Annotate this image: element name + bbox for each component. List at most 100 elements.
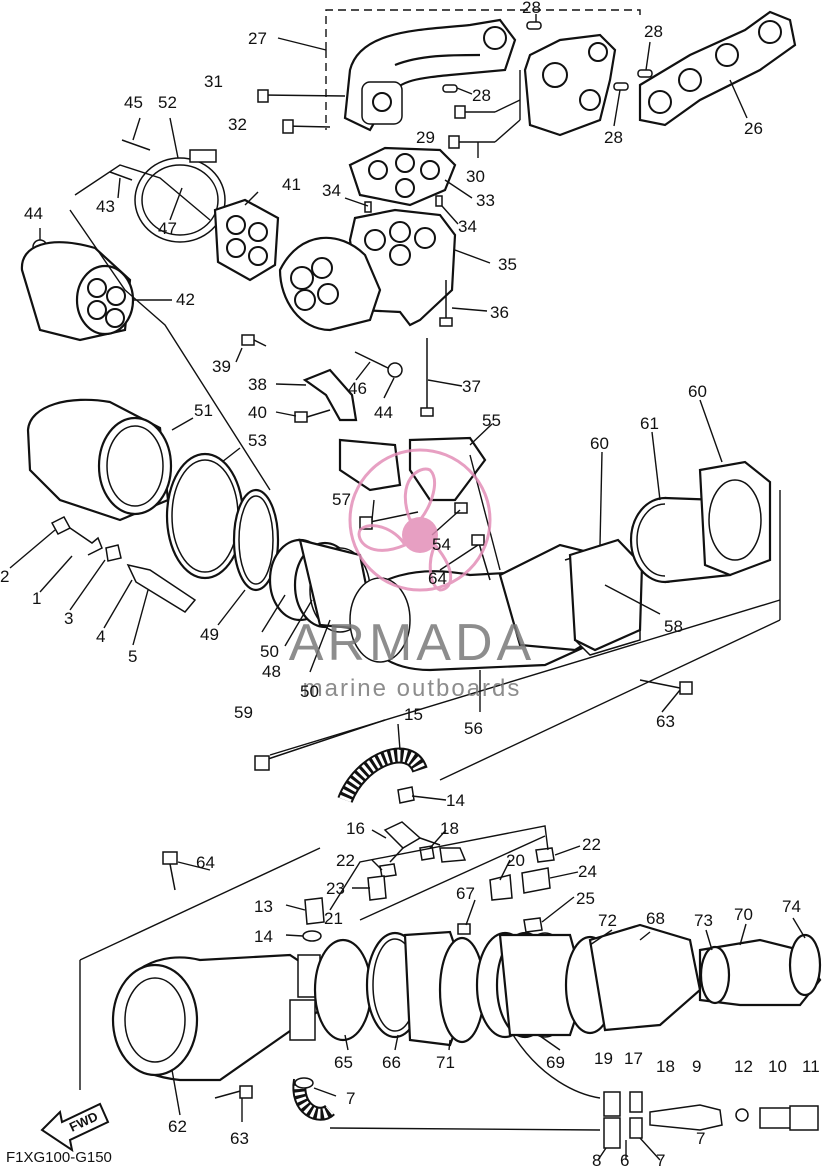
callout-44: 44 — [374, 403, 393, 422]
callout-47: 47 — [158, 219, 177, 238]
callout-23: 23 — [326, 879, 345, 898]
callout-29: 29 — [416, 128, 435, 147]
callout-50: 50 — [300, 682, 319, 701]
callout-60: 60 — [590, 434, 609, 453]
callout-12: 12 — [734, 1057, 753, 1076]
callout-4: 4 — [96, 627, 105, 646]
callout-14: 14 — [254, 927, 273, 946]
callout-64: 64 — [196, 853, 215, 872]
callout-41: 41 — [282, 175, 301, 194]
callout-37: 37 — [462, 377, 481, 396]
callout-56: 56 — [464, 719, 483, 738]
callout-1: 1 — [32, 589, 41, 608]
callout-59: 59 — [234, 703, 253, 722]
callout-55: 55 — [482, 411, 501, 430]
callout-33: 33 — [476, 191, 495, 210]
armada-logo-icon — [348, 448, 492, 592]
callout-69: 69 — [546, 1053, 565, 1072]
fasteners-left — [9, 516, 197, 646]
callout-54: 54 — [432, 535, 451, 554]
callout-21: 21 — [324, 909, 343, 928]
diagram-code: F1XG100-G150 — [6, 1149, 112, 1166]
callout-44: 44 — [24, 204, 43, 223]
callout-18: 18 — [656, 1057, 675, 1076]
callout-5: 5 — [128, 647, 137, 666]
callout-58: 58 — [664, 617, 683, 636]
callout-15: 15 — [404, 705, 423, 724]
callout-24: 24 — [578, 862, 597, 881]
callout-28: 28 — [522, 0, 541, 17]
callout-65: 65 — [334, 1053, 353, 1072]
cooling-hose-group — [285, 723, 819, 1161]
callout-22: 22 — [582, 835, 601, 854]
callout-61: 61 — [640, 414, 659, 433]
callout-28: 28 — [472, 86, 491, 105]
watermark-brand: ARMADA — [289, 614, 535, 672]
callout-52: 52 — [158, 93, 177, 112]
callout-49: 49 — [200, 625, 219, 644]
callout-28: 28 — [604, 128, 623, 147]
callout-34: 34 — [322, 181, 341, 200]
watermark-tagline: marine outboards — [303, 675, 522, 702]
callout-39: 39 — [212, 357, 231, 376]
callout-64: 64 — [428, 569, 447, 588]
callout-3: 3 — [64, 609, 73, 628]
callout-62: 62 — [168, 1117, 187, 1136]
callout-25: 25 — [576, 889, 595, 908]
callout-10: 10 — [768, 1057, 787, 1076]
exhaust-chamber-group — [32, 146, 491, 423]
callout-8: 8 — [592, 1151, 601, 1166]
callout-51: 51 — [194, 401, 213, 420]
callout-7: 7 — [656, 1151, 665, 1166]
callout-26: 26 — [744, 119, 763, 138]
callout-19: 19 — [594, 1049, 613, 1068]
callout-42: 42 — [176, 290, 195, 309]
callout-11: 11 — [802, 1057, 820, 1076]
callout-22: 22 — [336, 851, 355, 870]
callout-46: 46 — [348, 379, 367, 398]
callout-28: 28 — [644, 22, 663, 41]
callout-57: 57 — [332, 490, 351, 509]
callout-48: 48 — [262, 662, 281, 681]
callout-18: 18 — [440, 819, 459, 838]
callout-13: 13 — [254, 897, 273, 916]
callout-36: 36 — [490, 303, 509, 322]
callout-60: 60 — [688, 382, 707, 401]
callout-7: 7 — [346, 1089, 355, 1108]
callout-2: 2 — [0, 567, 9, 586]
callout-45: 45 — [124, 93, 143, 112]
callout-34: 34 — [458, 217, 477, 236]
callout-43: 43 — [96, 197, 115, 216]
callout-50: 50 — [260, 642, 279, 661]
callout-6: 6 — [620, 1151, 629, 1166]
muffler-group-left — [20, 117, 280, 626]
callout-9: 9 — [692, 1057, 701, 1076]
callout-74: 74 — [782, 897, 801, 916]
exhaust-pipe-group — [254, 399, 781, 781]
callout-17: 17 — [624, 1049, 643, 1068]
callout-66: 66 — [382, 1053, 401, 1072]
exhaust-manifold-group — [257, 9, 797, 158]
callout-72: 72 — [598, 911, 617, 930]
callout-20: 20 — [506, 851, 525, 870]
callout-67: 67 — [456, 884, 475, 903]
lower-exhaust-group: FWD — [40, 847, 822, 1153]
callout-63: 63 — [230, 1129, 249, 1148]
callout-40: 40 — [248, 403, 267, 422]
callout-68: 68 — [646, 909, 665, 928]
callout-70: 70 — [734, 905, 753, 924]
callout-35: 35 — [498, 255, 517, 274]
callout-63: 63 — [656, 712, 675, 731]
callout-53: 53 — [248, 431, 267, 450]
callout-27: 27 — [248, 29, 267, 48]
callout-16: 16 — [346, 819, 365, 838]
callout-30: 30 — [466, 167, 485, 186]
armada-watermark: ARMADA marine outboards — [289, 448, 535, 702]
callout-71: 71 — [436, 1053, 455, 1072]
callout-7: 7 — [696, 1129, 705, 1148]
fwd-arrow-icon: FWD — [40, 1102, 110, 1153]
callout-32: 32 — [228, 115, 247, 134]
callout-73: 73 — [694, 911, 713, 930]
